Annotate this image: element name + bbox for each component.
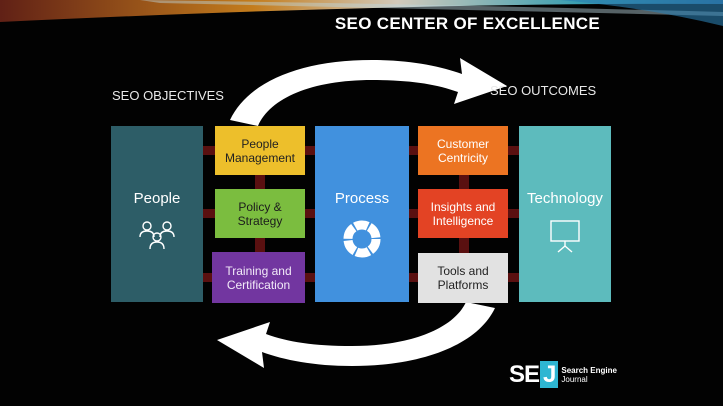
pillar-process: Process [315,126,409,302]
pillar-technology: Technology [519,126,611,302]
people-management-box: People Management [215,126,305,175]
cycle-ring-icon [343,220,381,258]
slide-title: SEO CENTER OF EXCELLENCE [334,14,600,33]
decorative-swoosh-thin [140,0,723,16]
tools-platforms-box: Tools and Platforms [418,253,508,303]
decorative-swoosh-blue [560,0,723,26]
people-group-icon [139,221,175,250]
logo-wordmark: Search Engine Journal [561,366,617,384]
tools-platforms-label: Tools and Platforms [437,264,489,292]
policy-strategy-label: Policy & Strategy [237,199,283,228]
cycle-arrow-top [230,58,507,126]
logo-line-2: Journal [561,375,588,384]
training-certification-box: Training and Certification [212,252,305,303]
objectives-label: SEO OBJECTIVES [112,88,224,103]
outcomes-label: SEO OUTCOMES [490,83,597,98]
insights-intelligence-label: Insights and Intelligence [430,199,496,228]
pillar-technology-label: Technology [527,190,603,207]
customer-centricity-label: Customer Centricity [436,136,489,165]
customer-centricity-box: Customer Centricity [418,126,508,175]
insights-intelligence-box: Insights and Intelligence [418,189,508,238]
cycle-arrow-bottom [217,302,495,368]
logo-mark-j: J [540,361,559,388]
training-certification-label: Training and Certification [225,263,292,292]
pillar-process-label: Process [334,190,390,207]
pillar-people-label: People [133,190,181,207]
people-management-label: People Management [224,136,296,165]
policy-strategy-box: Policy & Strategy [215,189,305,238]
logo-mark-se: SE [509,361,540,388]
decorative-swoosh [0,0,723,22]
logo-line-1: Search Engine [561,366,617,375]
connector-bars [203,146,519,282]
pillar-people: People [111,126,203,302]
presentation-board-icon [550,220,580,253]
